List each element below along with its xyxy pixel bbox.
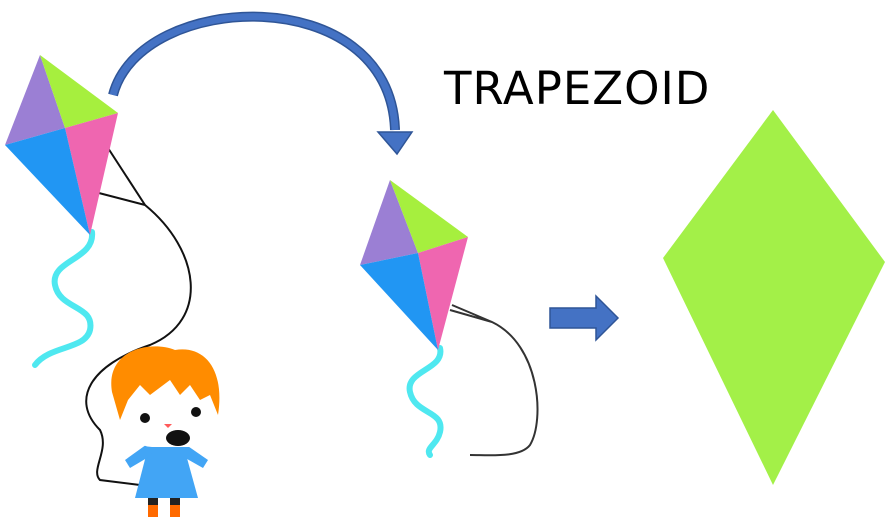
child-figure: [111, 346, 220, 517]
curved-arrow-icon: [108, 11, 414, 156]
kite-string-right: [449, 304, 539, 457]
shape-label: TRAPEZOID: [444, 62, 711, 115]
right-arrow-icon: [549, 294, 620, 342]
kite-right: [360, 180, 468, 350]
kite-shape: [663, 110, 885, 485]
kite-tail-left: [32, 229, 96, 368]
kite-left: [5, 55, 118, 235]
kite-tail-right: [406, 345, 444, 458]
kite-string-left: [85, 147, 192, 486]
